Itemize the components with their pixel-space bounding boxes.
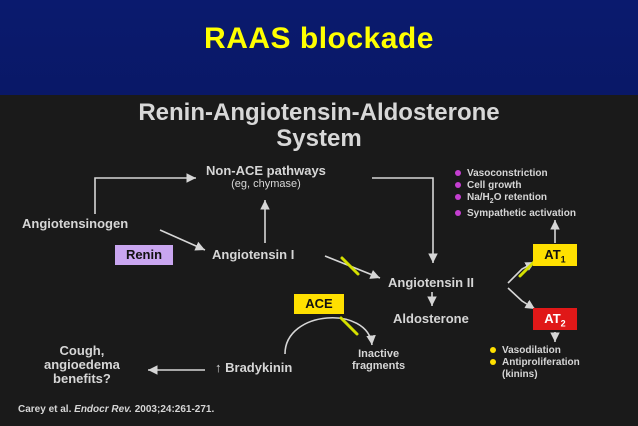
at2-box: AT2 (533, 308, 577, 330)
diagram-panel (0, 95, 638, 426)
node-angiotensin-1: Angiotensin I (212, 247, 295, 262)
node-angiotensinogen: Angiotensinogen (22, 216, 129, 231)
cough-line1: Cough, (59, 343, 105, 358)
node-non-ace-sub: (eg, chymase) (231, 178, 301, 190)
renin-box: Renin (115, 245, 173, 265)
at2-label: AT (544, 311, 561, 326)
arrow-ang2-to-at2 (507, 287, 536, 310)
node-non-ace: Non-ACE pathways (eg, chymase) (206, 163, 326, 190)
node-angiotensin-2: Angiotensin II (388, 275, 474, 290)
diagram-title-line1: Renin-Angiotensin-Aldosterone (138, 99, 500, 126)
bullet-icon (455, 170, 461, 177)
cough-line2: angioedema (44, 357, 120, 372)
citation: Carey et al. Endocr Rev. 2003;24:261-271… (18, 404, 215, 415)
up-arrow-icon: ↑ (215, 360, 222, 375)
inactive-line2: fragments (352, 360, 406, 372)
at2-effect-item: Vasodilation (490, 345, 580, 357)
at1-effect-item: Na/H2O retention (455, 192, 576, 208)
at2-sub: 2 (560, 318, 566, 329)
bullet-icon (455, 210, 461, 217)
cough-line3: benefits? (53, 371, 111, 386)
at1-sub: 1 (560, 254, 566, 265)
bullet-icon (455, 194, 461, 201)
node-bradykinin: ↑ Bradykinin (215, 360, 292, 375)
at1-effect-item: Sympathetic activation (455, 208, 576, 220)
at2-effects-list: Vasodilation Antiproliferation (kinins) (490, 345, 580, 381)
arrow-bradykinin-to-fragments (284, 316, 376, 355)
bullet-icon (490, 347, 496, 354)
node-inactive-fragments: Inactive fragments (352, 348, 405, 372)
diagram-title-line2: System (276, 125, 362, 152)
at2-effect-item: (kinins) (502, 369, 538, 380)
inactive-line1: Inactive (358, 348, 400, 360)
node-cough: Cough, angioedema benefits? (44, 344, 120, 386)
at1-label: AT (544, 247, 561, 262)
at1-box: AT1 (533, 244, 577, 266)
node-bradykinin-label: Bradykinin (225, 360, 293, 375)
arrow-angiotensinogen-to-nonace (94, 173, 196, 214)
bullet-icon (490, 359, 496, 366)
block-mark-ace (340, 256, 360, 276)
diagram-title: Renin-Angiotensin-Aldosterone System (0, 100, 638, 152)
arrow-angiotensinogen-to-ang1 (159, 229, 206, 251)
slide-title: RAAS blockade (204, 22, 434, 55)
arrow-nonace-to-ang2 (372, 177, 438, 263)
block-mark-at1 (518, 260, 536, 278)
block-mark-ace-kinin (339, 316, 359, 336)
ace-box: ACE (294, 294, 344, 314)
bullet-icon (455, 182, 461, 189)
node-non-ace-label: Non-ACE pathways (206, 163, 326, 178)
node-aldosterone: Aldosterone (393, 311, 469, 326)
at1-effects-list: Vasoconstriction Cell growth Na/H2O rete… (455, 168, 576, 220)
at2-effect-item: Antiproliferation (490, 357, 580, 369)
at1-effect-item: Vasoconstriction (455, 168, 576, 180)
at1-effect-item: Cell growth (455, 180, 576, 192)
